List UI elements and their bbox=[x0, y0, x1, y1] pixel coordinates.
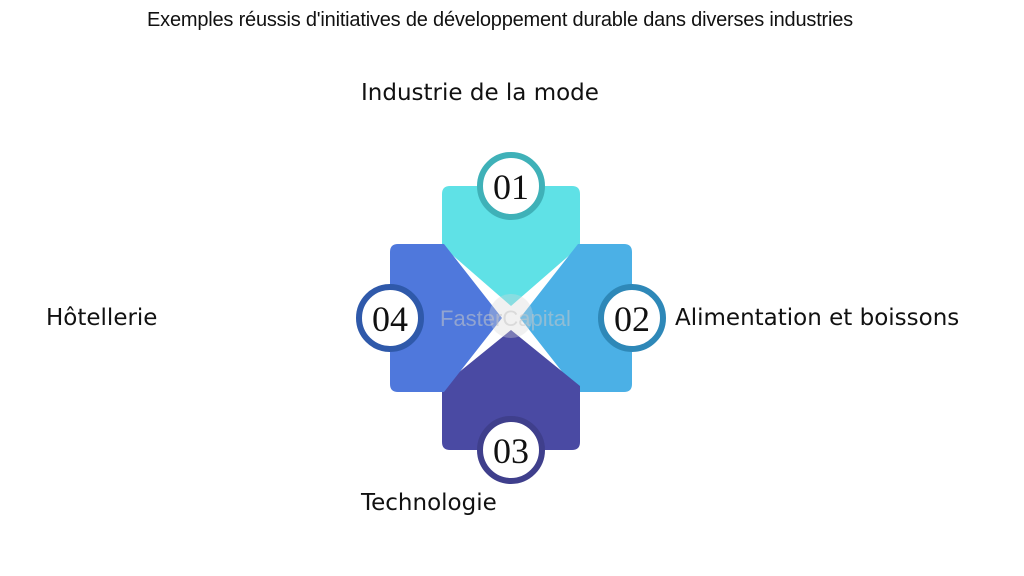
badge-03: 03 bbox=[477, 416, 545, 484]
label-hotellerie: Hôtellerie bbox=[46, 305, 158, 331]
arm-04-left bbox=[390, 244, 502, 392]
badge-02: 02 bbox=[598, 284, 666, 352]
badge-01-number: 01 bbox=[493, 167, 529, 207]
arm-01-top bbox=[442, 186, 580, 306]
badge-04-number: 04 bbox=[372, 299, 408, 339]
badge-01: 01 bbox=[477, 152, 545, 220]
label-technologie: Technologie bbox=[361, 490, 497, 516]
label-alimentation-boissons: Alimentation et boissons bbox=[675, 305, 960, 331]
badge-02-number: 02 bbox=[614, 299, 650, 339]
arm-03-bottom bbox=[442, 330, 580, 450]
watermark-text: FasterCapital bbox=[440, 306, 571, 331]
badge-04: 04 bbox=[356, 284, 424, 352]
label-industrie-mode: Industrie de la mode bbox=[361, 80, 599, 106]
badge-03-number: 03 bbox=[493, 431, 529, 471]
arm-02-right bbox=[520, 244, 632, 392]
page-title: Exemples réussis d'initiatives de dévelo… bbox=[147, 9, 853, 31]
